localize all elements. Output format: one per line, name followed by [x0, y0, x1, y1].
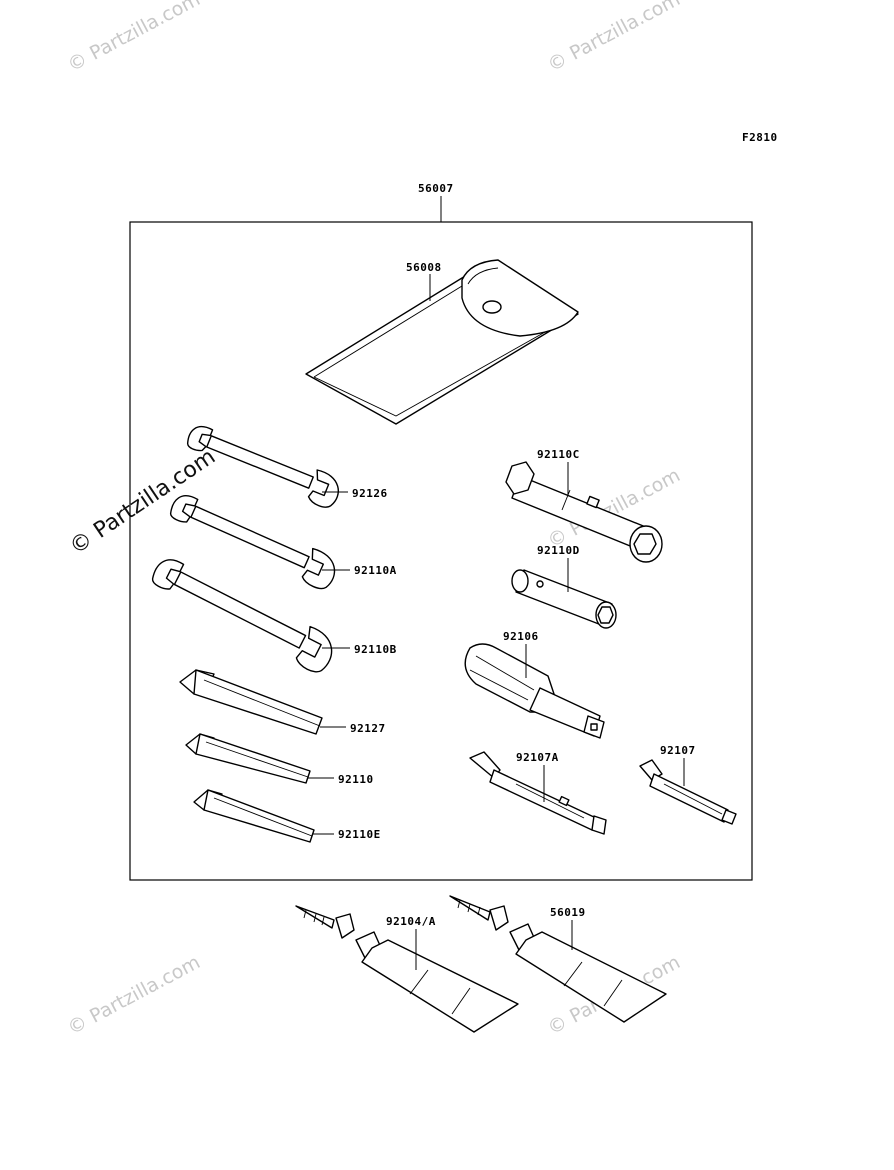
hex-key-92127: [179, 669, 323, 735]
label-92110B: 92110B: [354, 643, 397, 656]
screwdriver-handle-92106: [464, 643, 605, 739]
figure-code: F2810: [742, 131, 778, 144]
grease-tube-92104A: [295, 905, 519, 1033]
label-56007: 56007: [418, 182, 454, 195]
label-56019: 56019: [550, 906, 586, 919]
wrench-92110A: [169, 495, 336, 590]
label-92127: 92127: [350, 722, 386, 735]
wrench-92126: [186, 425, 339, 508]
label-92106: 92106: [503, 630, 539, 643]
hex-key-92110: [185, 733, 311, 784]
watermark-bottom-left: © Partzilla.com: [64, 951, 204, 1039]
watermark-top-right: © Partzilla.com: [544, 0, 684, 76]
label-92110D: 92110D: [537, 544, 580, 557]
label-56008: 56008: [406, 261, 442, 274]
socket-wrench-92110C: [505, 461, 663, 563]
label-92126: 92126: [352, 487, 388, 500]
grease-tube-56019: [449, 895, 667, 1023]
tool-pouch: [305, 259, 579, 425]
label-92110A: 92110A: [354, 564, 397, 577]
screwdriver-bit-92107A: [469, 751, 607, 835]
wrench-92110B: [151, 559, 333, 673]
label-92110C: 92110C: [537, 448, 580, 461]
label-92104A: 92104/A: [386, 915, 436, 928]
hex-key-92110E: [193, 789, 315, 843]
watermark-top-left: © Partzilla.com: [64, 0, 204, 76]
label-92107: 92107: [660, 744, 696, 757]
label-92110E: 92110E: [338, 828, 381, 841]
label-92107A: 92107A: [516, 751, 559, 764]
kit-frame: [129, 221, 753, 881]
label-92110: 92110: [338, 773, 374, 786]
screwdriver-bit-92107: [639, 759, 737, 825]
socket-wrench-92110D: [511, 569, 617, 629]
